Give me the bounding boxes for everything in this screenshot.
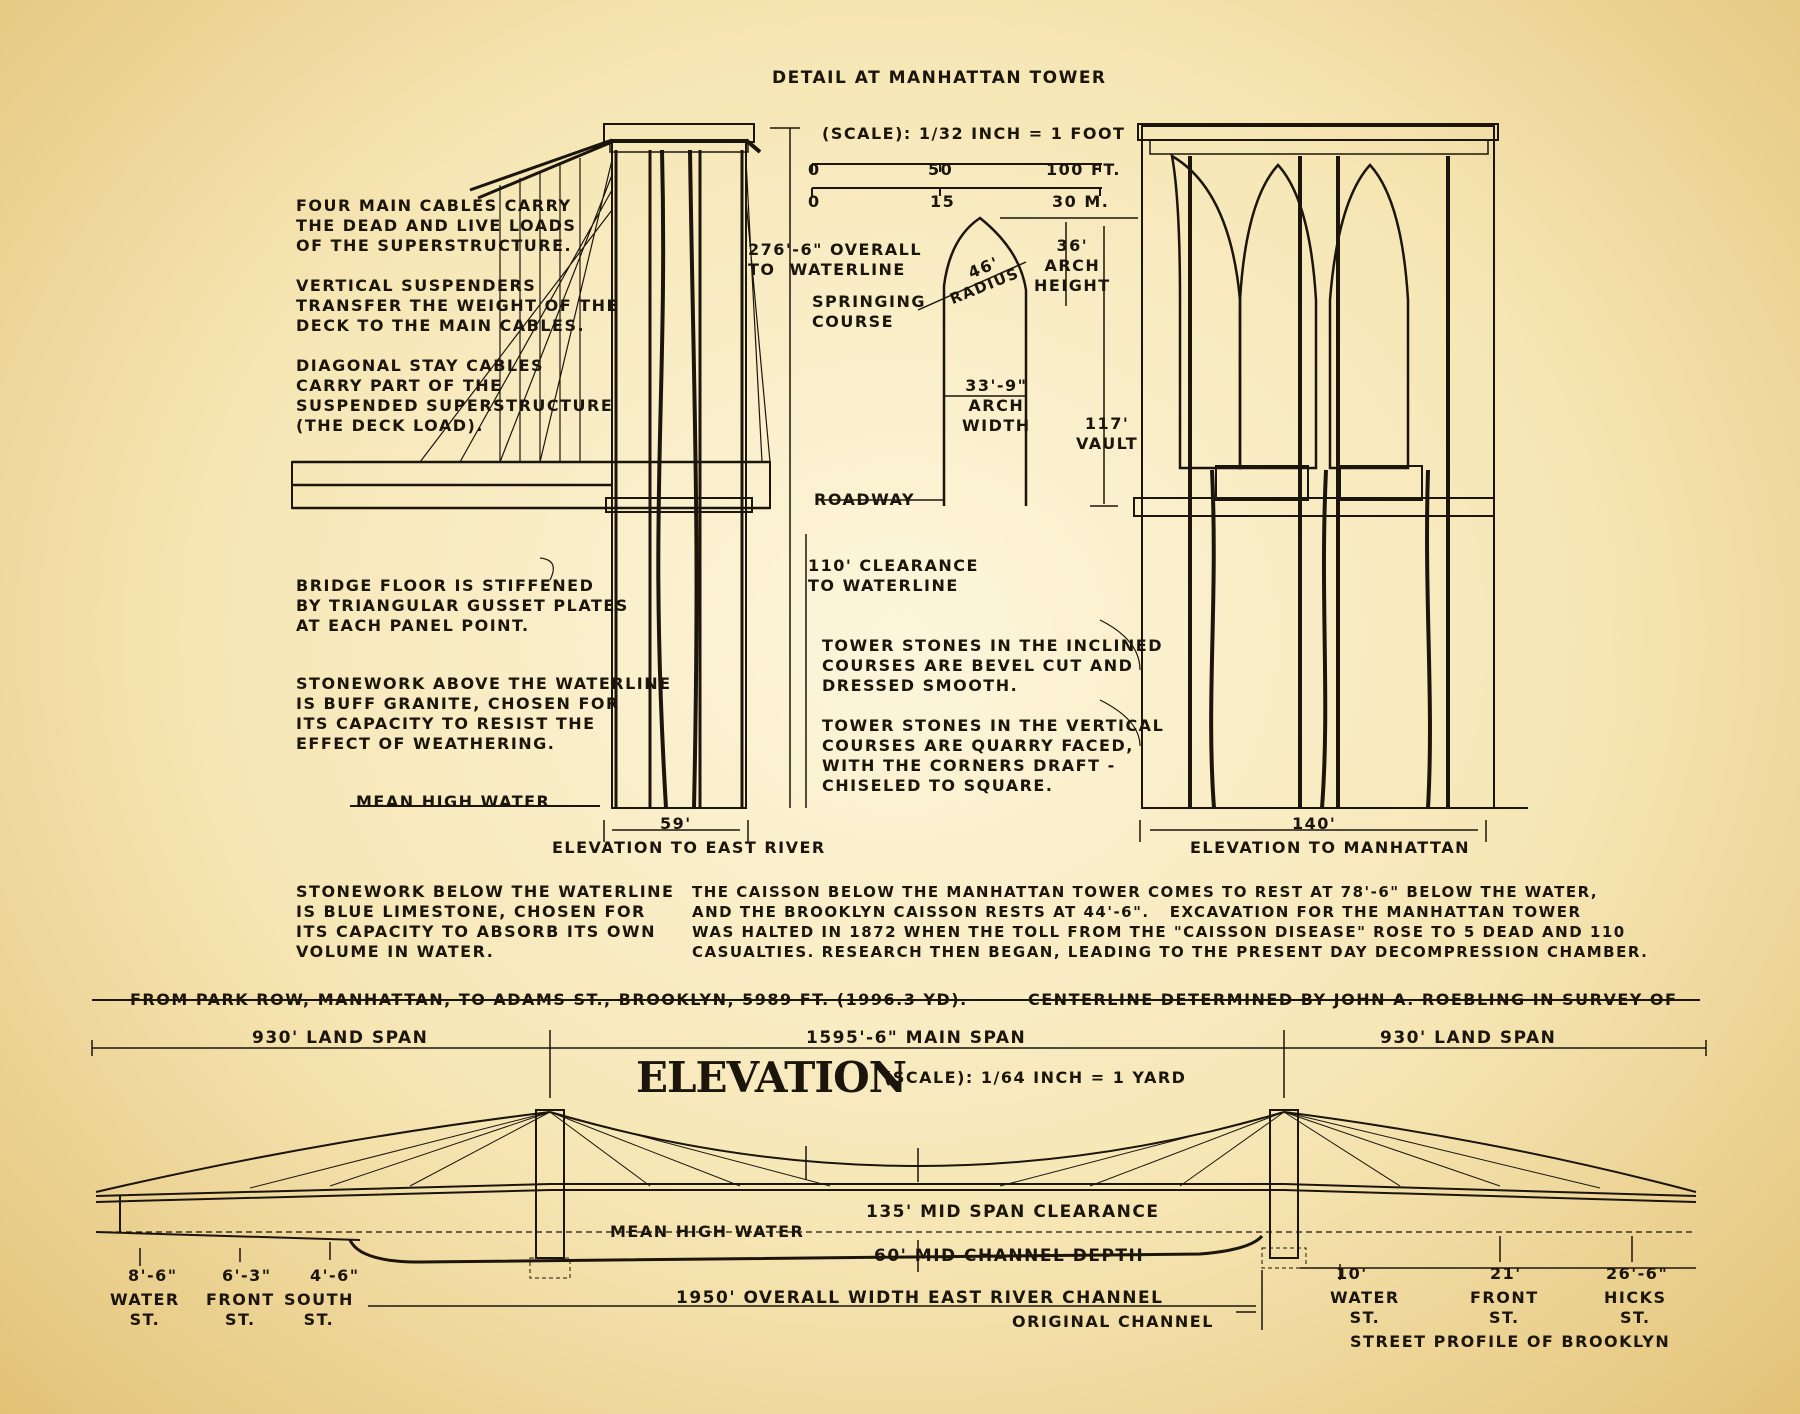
street-elev-front-manhattan: 6'-3" <box>222 1266 272 1285</box>
dim-arch-height: 36' ARCH HEIGHT <box>1034 236 1111 295</box>
arch-section <box>350 127 1487 842</box>
street-profile-label: STREET PROFILE OF BROOKLYN <box>1350 1332 1671 1351</box>
label-roadway: ROADWAY <box>814 490 916 509</box>
note-vertical-courses: TOWER STONES IN THE VERTICAL COURSES ARE… <box>822 716 1165 795</box>
land-span-right: 930' LAND SPAN <box>1380 1028 1557 1048</box>
street-elev-front-brooklyn: 21' <box>1490 1264 1522 1283</box>
street-elev-water-manhattan: 8'-6" <box>128 1266 178 1285</box>
label-mean-high-water: MEAN HIGH WATER <box>356 792 551 811</box>
street-elev-water-brooklyn: 10' <box>1336 1264 1368 1283</box>
east-river-tower <box>291 123 771 809</box>
scale-meter-0: 0 <box>808 192 821 211</box>
land-span-left: 930' LAND SPAN <box>252 1028 429 1048</box>
scale-feet-50: 50 <box>928 160 954 179</box>
scale-meter-15: 15 <box>930 192 956 211</box>
caption-east-river: ELEVATION TO EAST RIVER <box>552 838 826 857</box>
scale-feet-100: 100 FT. <box>1046 160 1121 179</box>
dim-springing-course: SPRINGING COURSE <box>812 292 927 331</box>
note-blue-limestone: STONEWORK BELOW THE WATERLINE IS BLUE LI… <box>296 882 675 961</box>
caption-manhattan: ELEVATION TO MANHATTAN <box>1190 838 1470 857</box>
note-bridge-floor: BRIDGE FLOOR IS STIFFENED BY TRIANGULAR … <box>296 576 629 635</box>
detail-scale-label: (SCALE): 1/32 INCH = 1 FOOT <box>822 124 1126 143</box>
street-name-south: SOUTH ST. <box>284 1290 354 1329</box>
note-caisson: THE CAISSON BELOW THE MANHATTAN TOWER CO… <box>692 883 1649 961</box>
street-name-hicks: HICKS ST. <box>1604 1288 1667 1327</box>
dim-width-140: 140' <box>1292 814 1337 833</box>
note-suspenders: VERTICAL SUSPENDERS TRANSFER THE WEIGHT … <box>296 276 619 335</box>
original-channel: ORIGINAL CHANNEL <box>1012 1312 1214 1331</box>
elevation-scale: (SCALE): 1/64 INCH = 1 YARD <box>884 1068 1187 1087</box>
scale-meter-30: 30 M. <box>1052 192 1110 211</box>
note-buff-granite: STONEWORK ABOVE THE WATERLINE IS BUFF GR… <box>296 674 672 753</box>
street-name-water-manhattan: WATER ST. <box>110 1290 180 1329</box>
note-stay-cables: DIAGONAL STAY CABLES CARRY PART OF THE S… <box>296 356 614 435</box>
note-main-cables: FOUR MAIN CABLES CARRY THE DEAD AND LIVE… <box>296 196 577 255</box>
scale-feet-0: 0 <box>808 160 821 179</box>
street-name-water-brooklyn: WATER ST. <box>1330 1288 1400 1327</box>
street-elev-south: 4'-6" <box>310 1266 360 1285</box>
dim-clearance: 110' CLEARANCE TO WATERLINE <box>808 556 979 595</box>
elevation-title: ELEVATION <box>636 1053 907 1102</box>
bridge-elevation <box>91 999 1707 1330</box>
street-name-front-brooklyn: FRONT ST. <box>1470 1288 1539 1327</box>
mid-span-clearance: 135' MID SPAN CLEARANCE <box>866 1202 1160 1222</box>
note-inclined-courses: TOWER STONES IN THE INCLINED COURSES ARE… <box>822 636 1163 695</box>
page-title: DETAIL AT MANHATTAN TOWER <box>772 68 1107 88</box>
elevation-header-left: FROM PARK ROW, MANHATTAN, TO ADAMS ST., … <box>130 990 968 1009</box>
main-span: 1595'-6" MAIN SPAN <box>806 1028 1027 1048</box>
mid-channel-depth: 60' MID CHANNEL DEPTH <box>874 1246 1145 1266</box>
elevation-mean-high-water: MEAN HIGH WATER <box>610 1222 805 1241</box>
channel-width: 1950' OVERALL WIDTH EAST RIVER CHANNEL <box>676 1288 1164 1308</box>
street-name-front-manhattan: FRONT ST. <box>206 1290 275 1329</box>
dim-vault: 117' VAULT <box>1076 414 1139 453</box>
dim-arch-width: 33'-9" ARCH WIDTH <box>962 376 1031 435</box>
street-elev-hicks: 26'-6" <box>1606 1264 1669 1283</box>
elevation-header-right: CENTERLINE DETERMINED BY JOHN A. ROEBLIN… <box>1028 990 1678 1009</box>
manhattan-tower <box>1133 123 1528 809</box>
dim-overall-height: 276'-6" OVERALL TO WATERLINE <box>748 240 923 279</box>
dim-width-59: 59' <box>660 814 692 833</box>
